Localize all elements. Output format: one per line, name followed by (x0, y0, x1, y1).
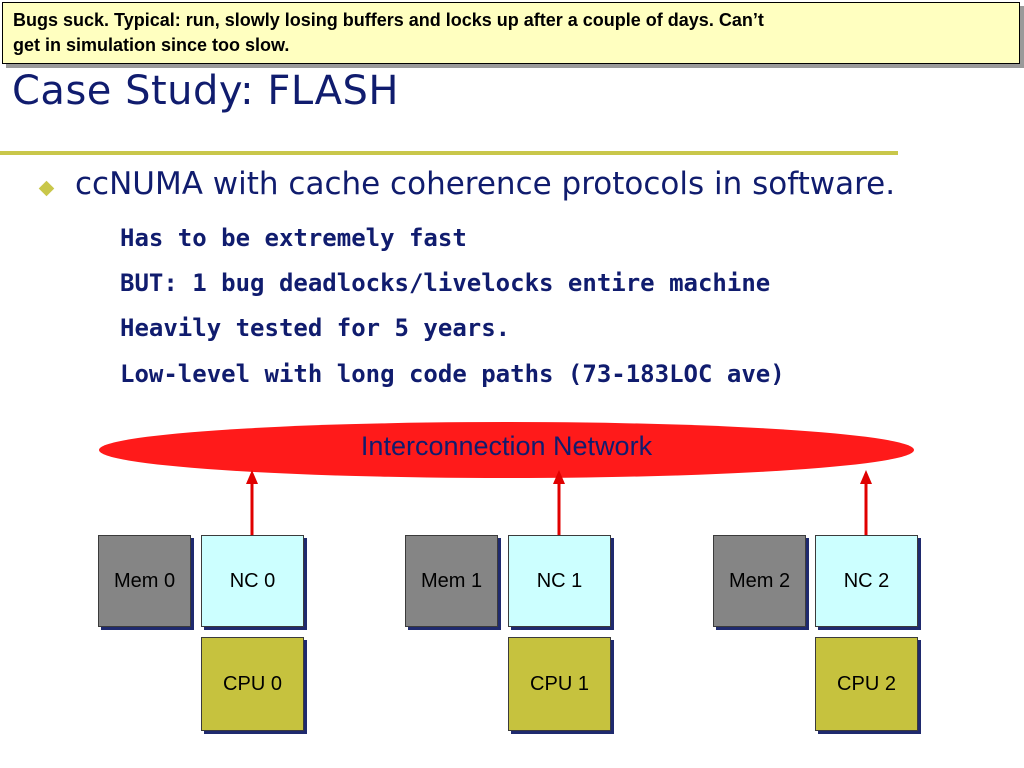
note-line-2: get in simulation since too slow. (13, 35, 290, 55)
arrowhead-nc0 (246, 470, 258, 484)
arrowhead-nc2 (860, 470, 872, 484)
cpu-2-box: CPU 2 (815, 637, 918, 731)
speaker-note-box: Bugs suck. Typical: run, slowly losing b… (2, 2, 1020, 64)
subpoint-3: Heavily tested for 5 years. (120, 314, 511, 342)
slide-title: Case Study: FLASH (12, 68, 399, 114)
interconnection-network-ellipse (99, 422, 914, 478)
cpu-0-box: CPU 0 (201, 637, 304, 731)
mem-1-box: Mem 1 (405, 535, 498, 627)
subpoint-4: Low-level with long code paths (73-183LO… (120, 360, 785, 388)
main-bullet-text: ccNUMA with cache coherence protocols in… (75, 166, 896, 202)
network-label: Interconnection Network (360, 431, 653, 461)
mem-0-box: Mem 0 (98, 535, 191, 627)
nc-2-box: NC 2 (815, 535, 918, 627)
mem-2-box: Mem 2 (713, 535, 806, 627)
arrowhead-nc1 (553, 470, 565, 484)
cpu-1-box: CPU 1 (508, 637, 611, 731)
subpoint-2: BUT: 1 bug deadlocks/livelocks entire ma… (120, 269, 771, 297)
nc-1-box: NC 1 (508, 535, 611, 627)
nc-0-box: NC 0 (201, 535, 304, 627)
note-line-1: Bugs suck. Typical: run, slowly losing b… (13, 10, 764, 30)
title-underline (0, 151, 898, 155)
subpoint-1: Has to be extremely fast (120, 224, 467, 252)
